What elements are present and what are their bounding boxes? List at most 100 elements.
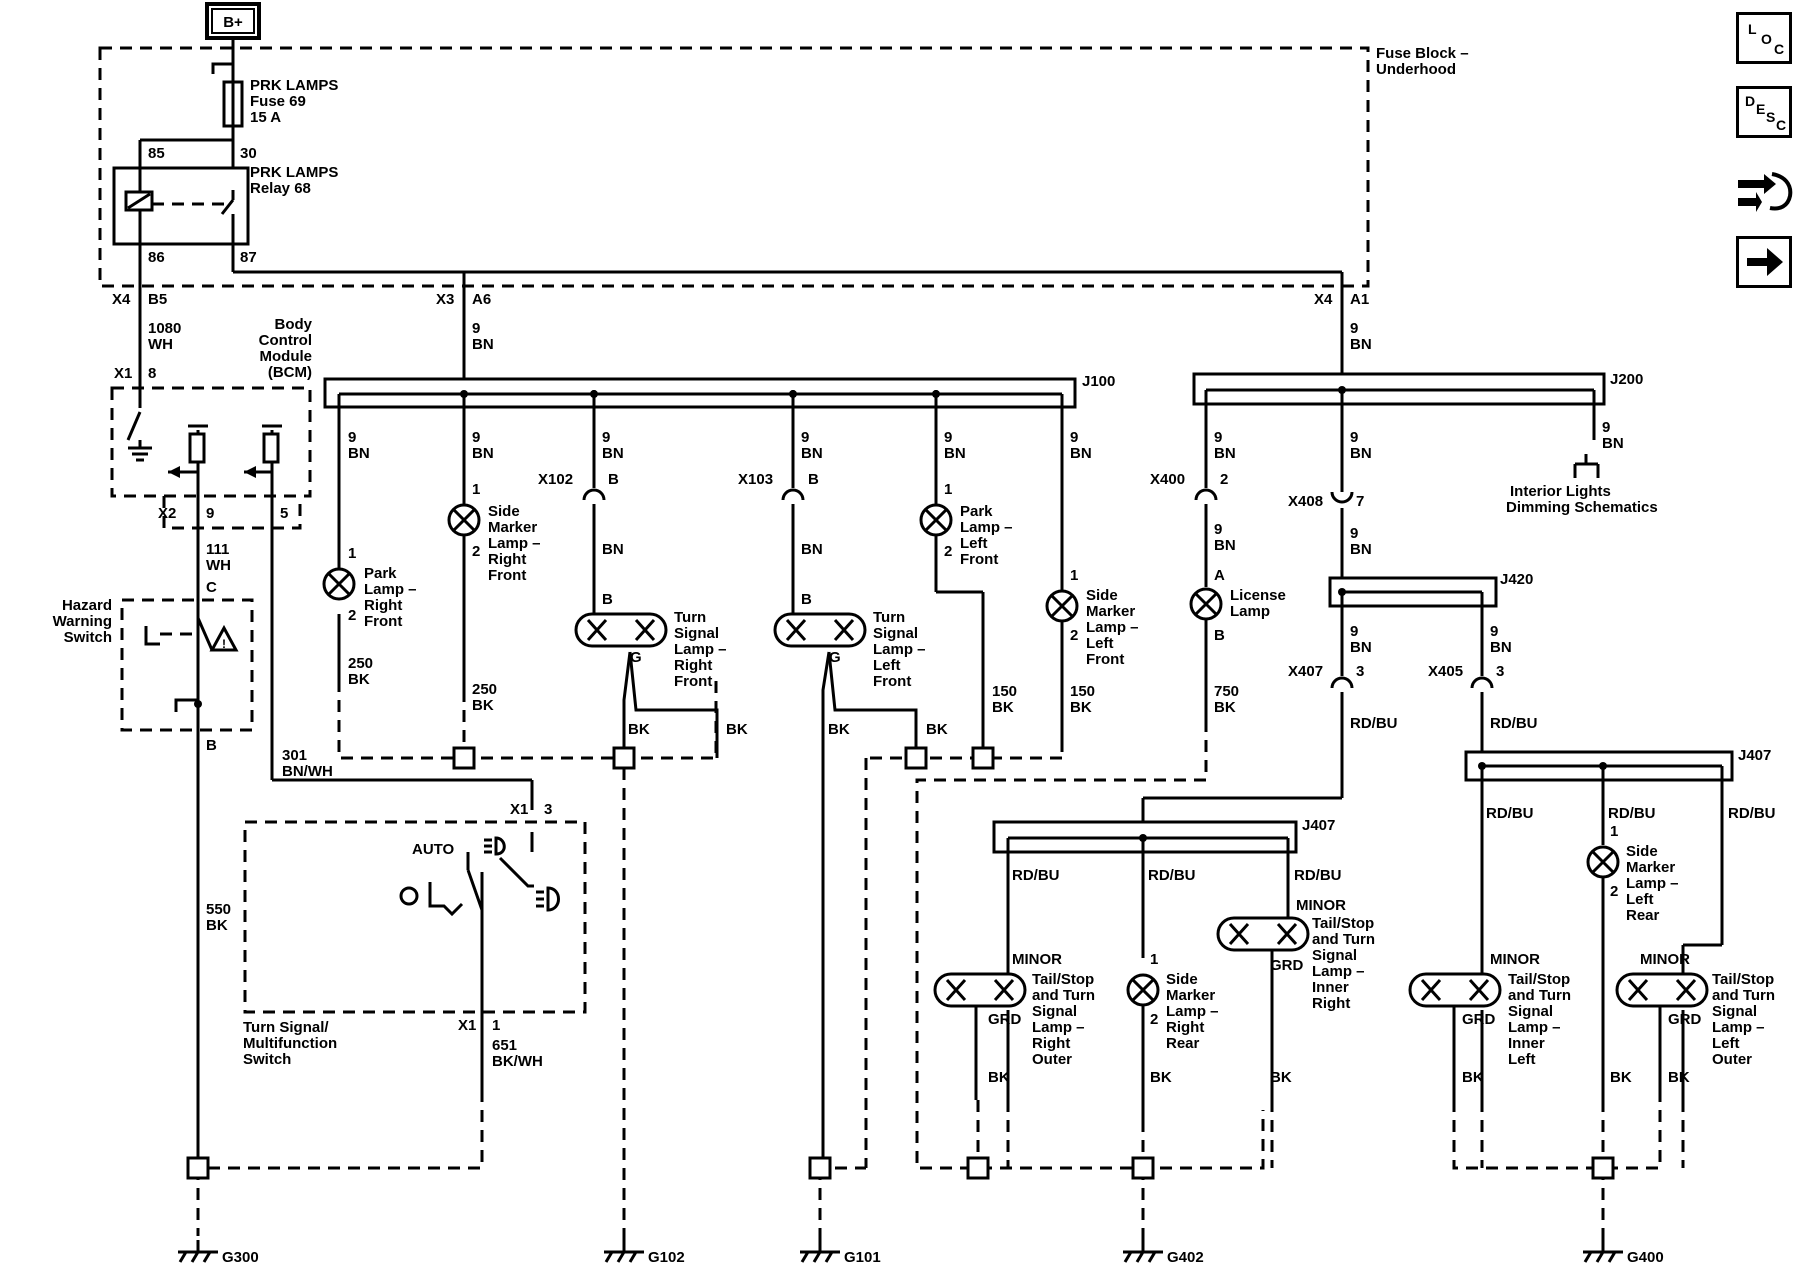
park-lamp-left-front bbox=[919, 503, 953, 537]
relay-pin-86: 86 bbox=[148, 249, 165, 266]
diagram-label: Left bbox=[1508, 1051, 1536, 1068]
diagram-label: Signal bbox=[1508, 1003, 1553, 1020]
diagram-label: BK bbox=[1610, 1069, 1632, 1086]
battery-label: B+ bbox=[223, 14, 243, 31]
diagram-label: B bbox=[1214, 627, 1225, 644]
arrow-right-icon[interactable] bbox=[1736, 236, 1792, 288]
ground-symbols bbox=[178, 1240, 1623, 1263]
diagram-label: BN bbox=[1350, 445, 1372, 462]
relay-pin-30: 30 bbox=[240, 145, 257, 162]
diagram-label: Marker bbox=[1086, 603, 1135, 620]
diagram-label: Left bbox=[1086, 635, 1114, 652]
diagram-label: 250 bbox=[348, 655, 373, 672]
diagram-label: J420 bbox=[1500, 571, 1533, 588]
diagram-label: Side bbox=[488, 503, 520, 520]
diagram-label: 2 bbox=[1220, 471, 1228, 488]
diagram-label: Lamp – bbox=[1166, 1003, 1219, 1020]
diagram-label: Turn bbox=[674, 609, 706, 626]
diagram-label: X103 bbox=[738, 471, 773, 488]
diagram-label: Signal bbox=[1712, 1003, 1757, 1020]
diagram-label: Left bbox=[1626, 891, 1654, 908]
diagram-label: X3 bbox=[436, 291, 454, 308]
diagram-label: X400 bbox=[1150, 471, 1185, 488]
diagram-label: BN bbox=[1490, 639, 1512, 656]
diagram-label: B bbox=[808, 471, 819, 488]
diagram-label: License bbox=[1230, 587, 1286, 604]
diagram-label: J100 bbox=[1082, 373, 1115, 390]
diagram-label: Marker bbox=[1166, 987, 1215, 1004]
tail-lamp-right-outer bbox=[933, 972, 1027, 1008]
diagram-label: Right bbox=[1032, 1035, 1070, 1052]
diagram-label: Tail/Stop bbox=[1712, 971, 1774, 988]
diagram-label: X408 bbox=[1288, 493, 1323, 510]
relay-pin-87: 87 bbox=[240, 249, 257, 266]
ground-splices bbox=[186, 746, 1615, 1180]
diagram-label: BK bbox=[1270, 1069, 1292, 1086]
diagram-label: 9 bbox=[602, 429, 610, 446]
diagram-label: BK bbox=[926, 721, 948, 738]
diagram-label: 9 bbox=[1602, 419, 1610, 436]
components: B+ ! bbox=[112, 2, 1607, 917]
diagram-label: Signal bbox=[1312, 947, 1357, 964]
diagram-label: X1 bbox=[458, 1017, 476, 1034]
diagram-label: Left bbox=[960, 535, 988, 552]
diagram-label: 150 bbox=[992, 683, 1017, 700]
diagram-label: Lamp – bbox=[1086, 619, 1139, 636]
diagram-label: BK/WH bbox=[492, 1053, 543, 1070]
diagram-label: Turn bbox=[873, 609, 905, 626]
diagram-label: Lamp – bbox=[488, 535, 541, 552]
connector-icon[interactable] bbox=[1734, 162, 1796, 218]
diagram-label: 1080 bbox=[148, 320, 181, 337]
diagram-label: 1 bbox=[472, 481, 480, 498]
diagram-label: BK bbox=[206, 917, 228, 934]
diagram-label: Lamp – bbox=[1508, 1019, 1561, 1036]
desc-icon[interactable]: D E S C bbox=[1736, 86, 1792, 138]
diagram-label: X4 bbox=[1314, 291, 1333, 308]
diagram-label: MINOR bbox=[1012, 951, 1062, 968]
diagram-label: Multifunction bbox=[243, 1035, 337, 1052]
diagram-label: and Turn bbox=[1508, 987, 1571, 1004]
diagram-label: Tail/Stop bbox=[1032, 971, 1094, 988]
labels: PRK LAMPS Fuse 69 15 A Fuse Block – Unde… bbox=[53, 45, 1776, 1266]
diagram-label: Front bbox=[488, 567, 526, 584]
diagram-label: Turn Signal/ bbox=[243, 1019, 329, 1036]
ground-g300 bbox=[178, 1240, 218, 1263]
license-lamp bbox=[1189, 587, 1223, 621]
diagram-label: Outer bbox=[1712, 1051, 1752, 1068]
tail-lamp-left-outer bbox=[1615, 972, 1709, 1008]
diagram-label: 9 bbox=[1350, 429, 1358, 446]
loc-icon[interactable]: L O C bbox=[1736, 12, 1792, 64]
diagram-label: 3 bbox=[1356, 663, 1364, 680]
diagram-label: A1 bbox=[1350, 291, 1369, 308]
diagram-label: BN bbox=[472, 336, 494, 353]
diagram-label: Right bbox=[1166, 1019, 1204, 1036]
ground-label-g300: G300 bbox=[222, 1249, 259, 1266]
diagram-label: 8 bbox=[148, 365, 156, 382]
diagram-label: X4 bbox=[112, 291, 131, 308]
diagram-label: Lamp – bbox=[674, 641, 727, 658]
diagram-label: B bbox=[206, 737, 217, 754]
diagram-label: C bbox=[206, 579, 217, 596]
diagram-label: WH bbox=[206, 557, 231, 574]
diagram-label: 1 bbox=[944, 481, 952, 498]
diagram-label: Lamp – bbox=[1312, 963, 1365, 980]
relay-pin-85: 85 bbox=[148, 145, 165, 162]
diagram-label: GRD bbox=[1668, 1011, 1702, 1028]
ground-label-g101: G101 bbox=[844, 1249, 881, 1266]
diagram-label: Lamp – bbox=[364, 581, 417, 598]
diagram-label: 2 bbox=[348, 607, 356, 624]
diagram-label: Tail/Stop bbox=[1508, 971, 1570, 988]
fuse-label-2: Fuse 69 bbox=[250, 93, 306, 110]
tail-lamp-inner-left bbox=[1408, 972, 1502, 1008]
diagram-label: B bbox=[801, 591, 812, 608]
diagram-label: 1 bbox=[1150, 951, 1158, 968]
diagram-label: and Turn bbox=[1312, 931, 1375, 948]
diagram-label: Tail/Stop bbox=[1312, 915, 1374, 932]
diagram-label: GRD bbox=[988, 1011, 1022, 1028]
diagram-label: MINOR bbox=[1296, 897, 1346, 914]
diagram-label: BK bbox=[1462, 1069, 1484, 1086]
diagram-label: Right bbox=[488, 551, 526, 568]
diagram-label: Side bbox=[1086, 587, 1118, 604]
diagram-label: Dimming Schematics bbox=[1506, 499, 1658, 516]
fuse-label-1: PRK LAMPS bbox=[250, 77, 338, 94]
